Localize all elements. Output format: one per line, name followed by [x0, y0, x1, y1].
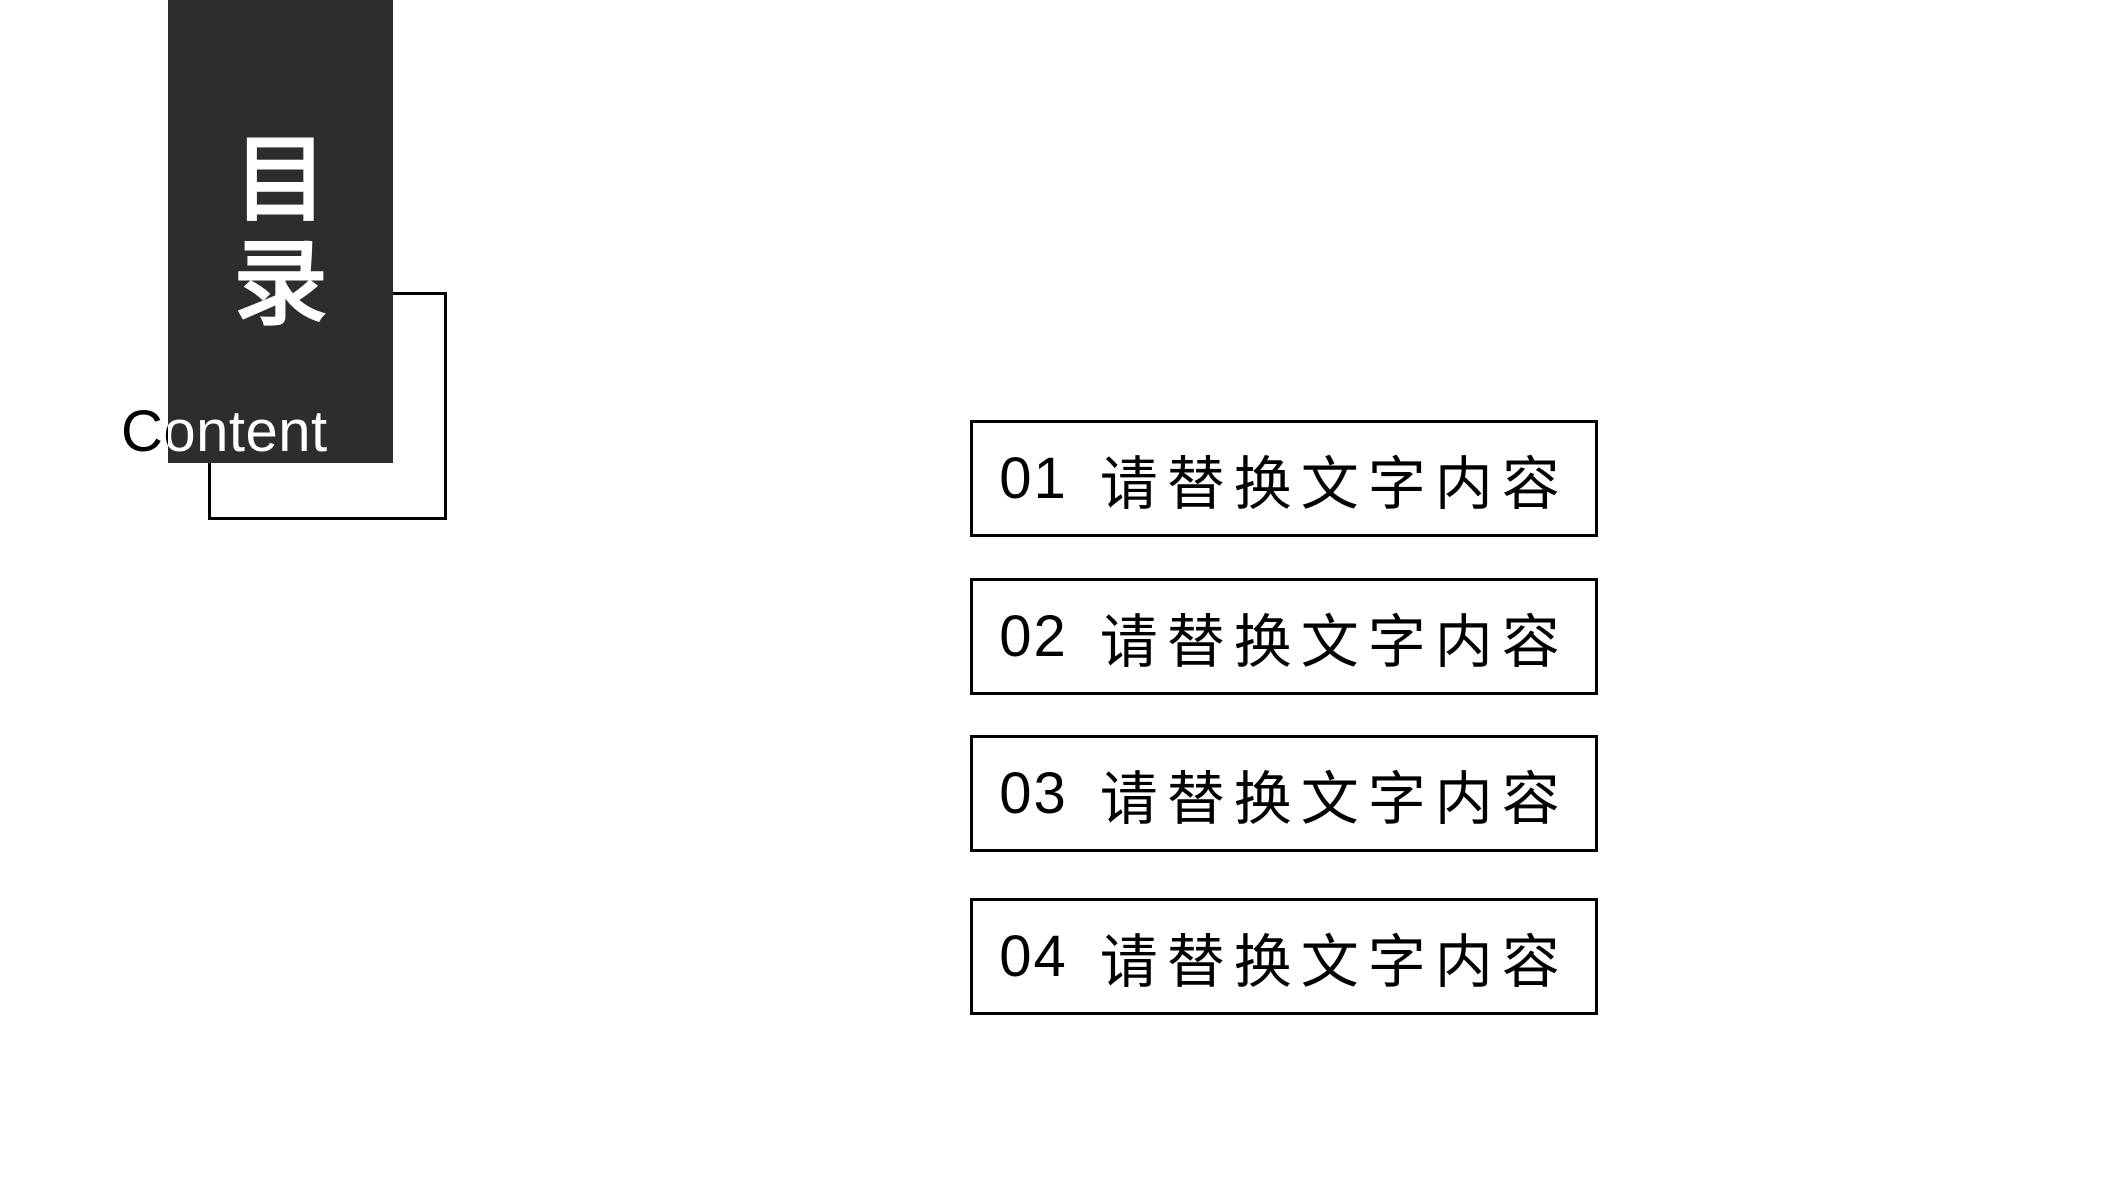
toc-item-number: 01 [999, 446, 1068, 511]
toc-title-vertical: 目 录 [233, 126, 328, 336]
toc-item-label: 请替换文字内容 [1099, 451, 1569, 517]
toc-item-number: 03 [999, 761, 1068, 826]
toc-title-char-2: 录 [233, 230, 328, 336]
toc-title-char-1: 目 [233, 126, 328, 232]
toc-item-01[interactable]: 01 请替换文字内容 [970, 420, 1598, 537]
toc-item-number: 02 [999, 604, 1068, 669]
toc-item-02[interactable]: 02 请替换文字内容 [970, 578, 1598, 695]
toc-item-04[interactable]: 04 请替换文字内容 [970, 898, 1598, 1015]
masthead-block: 目 录 [168, 0, 393, 463]
toc-item-label: 请替换文字内容 [1099, 929, 1569, 995]
toc-item-label: 请替换文字内容 [1099, 609, 1569, 675]
toc-item-label: 请替换文字内容 [1099, 766, 1569, 832]
content-subtitle-white-layer: Content [121, 399, 328, 464]
toc-item-03[interactable]: 03 请替换文字内容 [970, 735, 1598, 852]
toc-item-number: 04 [999, 924, 1068, 989]
